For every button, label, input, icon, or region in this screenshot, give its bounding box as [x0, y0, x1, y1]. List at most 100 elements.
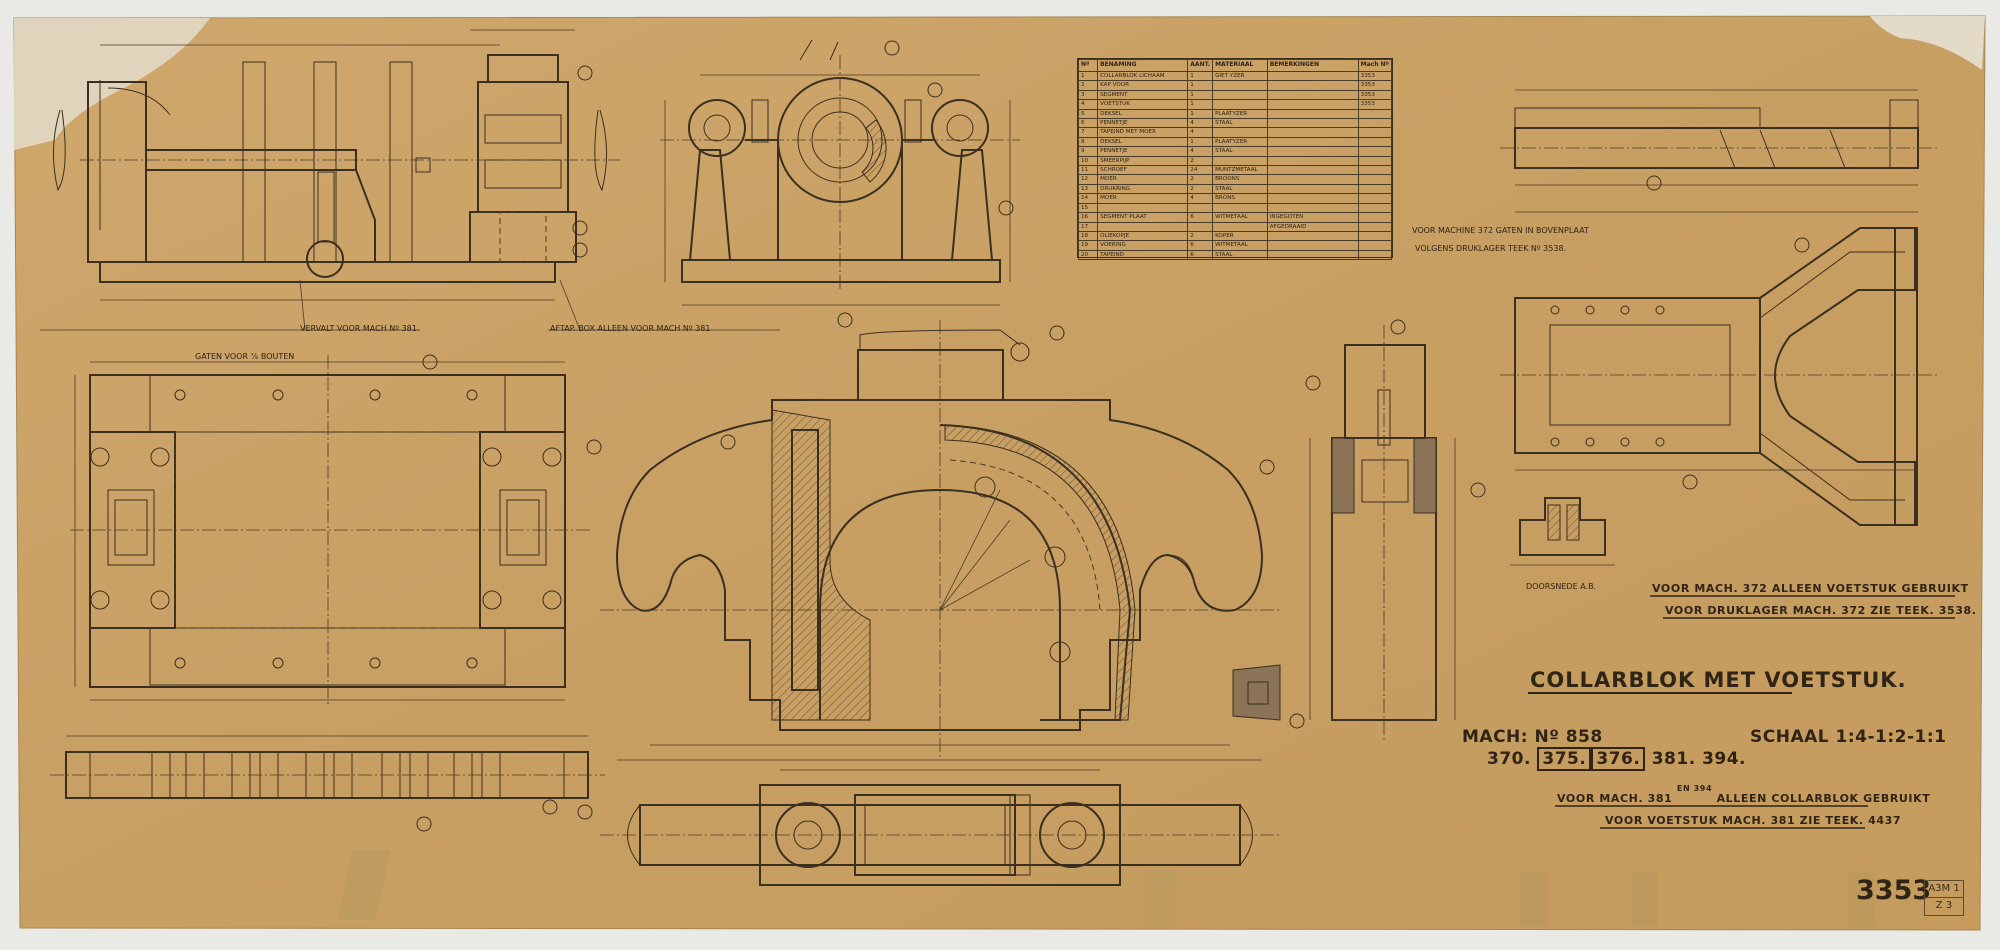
table-cell: KOPER [1212, 230, 1268, 242]
table-cell: 20 [1077, 249, 1099, 261]
view-front-elevation [660, 39, 1020, 306]
label-gaten-bouten: GATEN VOOR ⅞ BOUTEN [195, 352, 295, 361]
table-cell: AFGEDRAAID [1266, 221, 1359, 232]
table-cell: 1 [1187, 136, 1214, 148]
table-cell: SEGMENT [1097, 89, 1189, 101]
table-cell [1357, 174, 1393, 185]
header-cell: Nº [1077, 59, 1099, 72]
table-cell [1266, 80, 1359, 91]
table-cell [1266, 165, 1359, 176]
part-balloons [416, 40, 1810, 832]
tape-mark [1632, 872, 1658, 927]
table-cell: BRONS [1212, 193, 1268, 204]
table-cell: TAPEIND [1097, 249, 1189, 261]
header-cell: Mach Nº [1357, 59, 1393, 72]
series-boxed-a: 375. [1537, 747, 1592, 771]
table-cell: 2 [1187, 230, 1214, 242]
table-cell: STAAL [1212, 249, 1268, 261]
table-cell: SEGMENT PLAAT [1097, 212, 1189, 223]
table-cell: PENNETJE [1097, 146, 1189, 157]
table-cell [1097, 221, 1189, 232]
table-cell: 1 [1187, 89, 1214, 101]
table-cell: 13 [1077, 183, 1099, 195]
note-mach-381-insert: EN 394 [1676, 784, 1713, 793]
table-cell [1357, 202, 1393, 214]
table-cell: WITMETAAL [1212, 212, 1268, 223]
table-cell [1357, 230, 1393, 242]
table-cell: 3353 [1357, 70, 1393, 82]
table-cell: 1 [1187, 70, 1214, 82]
table-cell: 5 [1077, 108, 1099, 120]
table-cell: 6 [1187, 240, 1214, 251]
table-cell [1357, 127, 1393, 138]
header-cell: MATERIAAL [1212, 59, 1268, 72]
table-cell: MUNTZMETAAL [1212, 165, 1268, 176]
table-cell [1266, 127, 1359, 138]
table-cell: TAPEIND MET MOER [1097, 127, 1189, 138]
machine-number: MACH: Nº 858 [1462, 727, 1603, 747]
tape-mark [1848, 872, 1874, 927]
torn-corner-top-right [1870, 16, 1985, 70]
table-cell [1187, 202, 1214, 214]
table-cell: GIET YZER [1212, 70, 1268, 82]
table-cell: 14 [1077, 193, 1099, 204]
archive-stamp: A3M 1 Z 3 [1924, 880, 1964, 916]
view-right-plan [1500, 211, 1940, 526]
note-gaten-druklager: VOLGENS DRUKLAGER TEEK Nº 3538. [1415, 244, 1567, 253]
view-side-section [1232, 325, 1456, 740]
table-cell [1357, 155, 1393, 167]
table-cell: 3 [1077, 89, 1099, 101]
table-cell [1266, 99, 1359, 110]
table-cell [1357, 108, 1393, 120]
table-cell: 16 [1077, 212, 1099, 223]
table-cell: PENNETJE [1097, 118, 1189, 129]
parts-table-header-row: Nº BENAMING AANT. MATERIAAL BEMERKINGEN … [1077, 59, 1393, 72]
note-voetstuk-381: VOOR VOETSTUK MACH. 381 ZIE TEEK. 4437 [1605, 814, 1902, 827]
table-cell [1212, 99, 1268, 110]
table-cell [1357, 183, 1393, 195]
note-mach-372: VOOR MACH. 372 ALLEEN VOETSTUK GEBRUIKT [1652, 582, 1969, 595]
view-section-ab [1510, 497, 1615, 566]
table-cell: 3353 [1357, 89, 1393, 101]
table-cell [1212, 80, 1268, 91]
table-row: 15 [1077, 202, 1393, 214]
view-bar-bottom-left [50, 735, 605, 799]
table-cell [1266, 108, 1359, 120]
table-cell: 8 [1077, 136, 1099, 148]
table-cell [1187, 221, 1214, 232]
table-cell: 19 [1077, 240, 1099, 251]
table-cell: 1 [1187, 99, 1214, 110]
table-cell [1212, 221, 1268, 232]
table-cell [1097, 202, 1189, 214]
table-cell: 17 [1077, 221, 1099, 232]
table-row: 17 AFGEDRAAID [1077, 221, 1393, 232]
header-cell: AANT. [1187, 59, 1214, 72]
table-cell [1357, 136, 1393, 148]
table-cell: VOERING [1097, 240, 1189, 251]
note-afstand-381: AFTAP. BOX ALLEEN VOOR MACH Nº 381 [550, 324, 711, 333]
note-vervalt-381: VERVALT VOOR MACH Nº 381. [300, 324, 420, 333]
table-cell: 2 [1077, 80, 1099, 91]
table-cell: 7 [1077, 127, 1099, 138]
table-cell: WITMETAAL [1212, 240, 1268, 251]
label-doorsnede: DOORSNEDE A.B. [1526, 582, 1597, 591]
view-central-section [600, 320, 1280, 761]
tape-mark [1520, 872, 1548, 927]
table-cell: DRUKRING [1097, 183, 1189, 195]
table-cell [1357, 118, 1393, 129]
table-cell: 3353 [1357, 80, 1393, 91]
table-cell: 4 [1187, 118, 1214, 129]
table-cell: DEKSEL [1097, 136, 1189, 148]
series-boxed-b: 376. [1591, 747, 1646, 771]
table-cell [1212, 202, 1268, 214]
table-cell: 18 [1077, 230, 1099, 242]
